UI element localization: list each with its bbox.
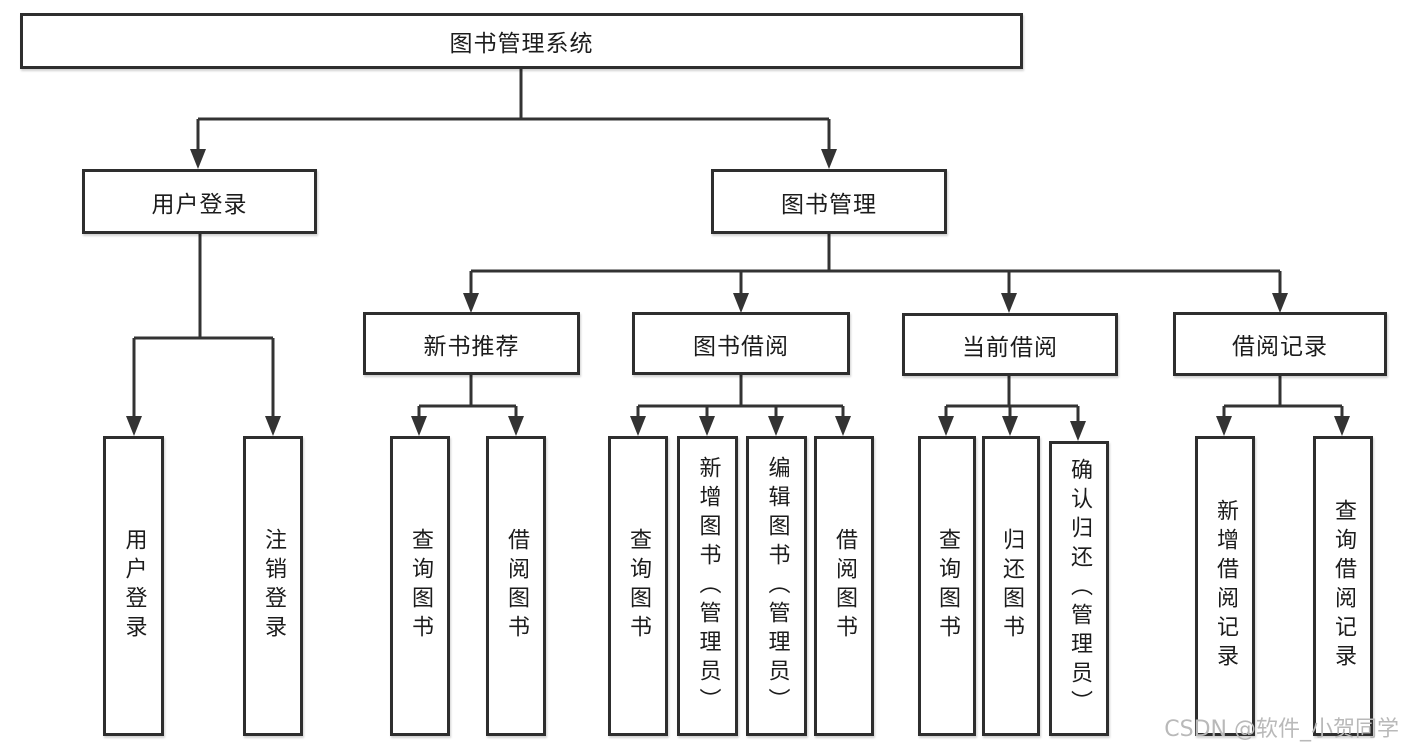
leaf-borrow-books-recommend: 借阅图书 [486, 436, 546, 736]
csdn-watermark: CSDN @软件_小贺同学 [1164, 717, 1399, 742]
leaf-query-books-borrowing-label: 查询图书 [626, 528, 651, 644]
leaf-logout-label: 注销登录 [261, 528, 286, 644]
node-user-login: 用户登录 [82, 169, 317, 234]
leaf-add-books-admin: 新增图书（管理员） [677, 436, 738, 736]
leaf-return-books-label: 归还图书 [999, 528, 1024, 644]
leaf-borrow-books-recommend-label: 借阅图书 [504, 528, 529, 644]
leaf-borrow-books-borrowing: 借阅图书 [814, 436, 874, 736]
node-book-borrowing-label: 图书借阅 [693, 333, 789, 360]
leaf-user-login-label: 用户登录 [121, 528, 147, 644]
node-new-book-recommend-label: 新书推荐 [423, 333, 520, 360]
node-user-login-label: 用户登录 [151, 191, 248, 218]
leaf-edit-books-admin-label: 编辑图书（管理员） [764, 455, 790, 717]
leaf-add-books-admin-label: 新增图书（管理员） [695, 455, 721, 717]
node-book-management: 图书管理 [711, 169, 947, 234]
node-library-management-system: 图书管理系统 [20, 13, 1023, 69]
leaf-query-books-recommend-label: 查询图书 [408, 528, 433, 644]
leaf-borrow-books-borrowing-label: 借阅图书 [832, 528, 857, 644]
leaf-add-borrow-record: 新增借阅记录 [1195, 436, 1255, 736]
node-current-borrowing: 当前借阅 [902, 313, 1118, 376]
leaf-return-books: 归还图书 [982, 436, 1040, 736]
leaf-query-books-borrowing: 查询图书 [608, 436, 668, 736]
leaf-query-borrow-record: 查询借阅记录 [1313, 436, 1373, 736]
leaf-add-borrow-record-label: 新增借阅记录 [1213, 499, 1238, 673]
node-book-borrowing: 图书借阅 [632, 312, 850, 375]
leaf-user-login: 用户登录 [103, 436, 164, 736]
arrowheads [126, 149, 1350, 441]
node-library-management-system-label: 图书管理系统 [449, 31, 594, 57]
node-borrowing-records-label: 借阅记录 [1232, 334, 1328, 360]
node-current-borrowing-label: 当前借阅 [962, 334, 1058, 361]
node-borrowing-records: 借阅记录 [1173, 312, 1387, 376]
leaf-logout: 注销登录 [243, 436, 303, 736]
leaf-confirm-return-admin-label: 确认归还（管理员） [1067, 458, 1092, 719]
leaf-edit-books-admin: 编辑图书（管理员） [746, 436, 807, 736]
node-book-management-label: 图书管理 [781, 191, 877, 218]
leaf-confirm-return-admin: 确认归还（管理员） [1049, 441, 1109, 736]
leaf-query-books-recommend: 查询图书 [390, 436, 450, 736]
node-new-book-recommend: 新书推荐 [363, 312, 580, 375]
leaf-query-books-current-label: 查询图书 [935, 528, 960, 644]
leaf-query-books-current: 查询图书 [918, 436, 976, 736]
leaf-query-borrow-record-label: 查询借阅记录 [1331, 499, 1356, 673]
